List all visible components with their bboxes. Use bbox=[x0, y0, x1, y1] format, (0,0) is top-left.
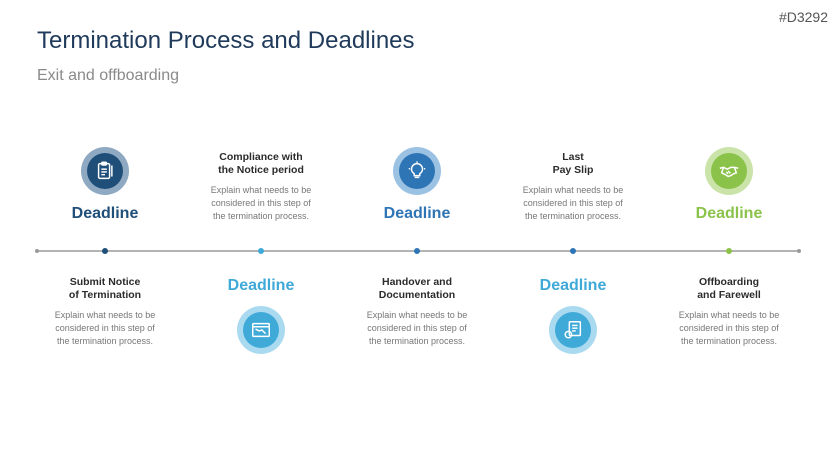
step-text-3: Explain what needs to be considered in t… bbox=[366, 310, 468, 346]
step-title-1: Submit Notice of Termination bbox=[68, 276, 142, 301]
slide-id: #D3292 bbox=[778, 9, 828, 25]
clipboard-icon bbox=[97, 161, 113, 180]
step-2: Compliance with the Notice period Explai… bbox=[186, 151, 336, 223]
page-subtitle: Exit and offboarding bbox=[37, 67, 180, 84]
deadline-label-4: Deadline bbox=[539, 277, 607, 294]
step-3-icon-ring bbox=[393, 147, 441, 195]
deadline-label-2: Deadline bbox=[227, 277, 295, 294]
step-title-3: Handover and Documentation bbox=[378, 276, 456, 301]
step-title-4: Last Pay Slip bbox=[552, 151, 594, 176]
deadline-label-3: Deadline bbox=[383, 205, 451, 222]
handshake-icon bbox=[719, 166, 739, 178]
declining-chart-icon bbox=[252, 322, 270, 338]
timeline-marker-5 bbox=[726, 248, 732, 254]
step-1-icon-ring bbox=[81, 147, 129, 195]
step-text-5: Explain what needs to be considered in t… bbox=[678, 310, 780, 346]
step-3: Handover and Documentation Explain what … bbox=[342, 276, 492, 348]
page-title: Termination Process and Deadlines bbox=[37, 27, 415, 54]
step-5-icon-ring bbox=[705, 147, 753, 195]
timeline-marker-2 bbox=[258, 248, 264, 254]
step-text-4: Explain what needs to be considered in t… bbox=[522, 185, 624, 221]
timeline-marker-3 bbox=[414, 248, 420, 254]
step-1: Submit Notice of Termination Explain wha… bbox=[30, 276, 180, 348]
timeline-end-dot bbox=[797, 249, 801, 253]
payslip-icon bbox=[564, 321, 582, 339]
timeline-marker-4 bbox=[570, 248, 576, 254]
step-title-2: Compliance with the Notice period bbox=[218, 151, 304, 176]
step-text-2: Explain what needs to be considered in t… bbox=[210, 185, 312, 221]
timeline-marker-1 bbox=[102, 248, 108, 254]
lightbulb-icon bbox=[408, 161, 426, 179]
step-5: Offboarding and Farewell Explain what ne… bbox=[654, 276, 804, 348]
deadline-label-1: Deadline bbox=[71, 205, 139, 222]
step-2-icon-ring bbox=[237, 306, 285, 354]
step-title-5: Offboarding and Farewell bbox=[697, 276, 761, 301]
deadline-label-5: Deadline bbox=[695, 205, 763, 222]
step-4-icon-ring bbox=[549, 306, 597, 354]
timeline-start-dot bbox=[35, 249, 39, 253]
step-4: Last Pay Slip Explain what needs to be c… bbox=[498, 151, 648, 223]
step-text-1: Explain what needs to be considered in t… bbox=[54, 310, 156, 346]
